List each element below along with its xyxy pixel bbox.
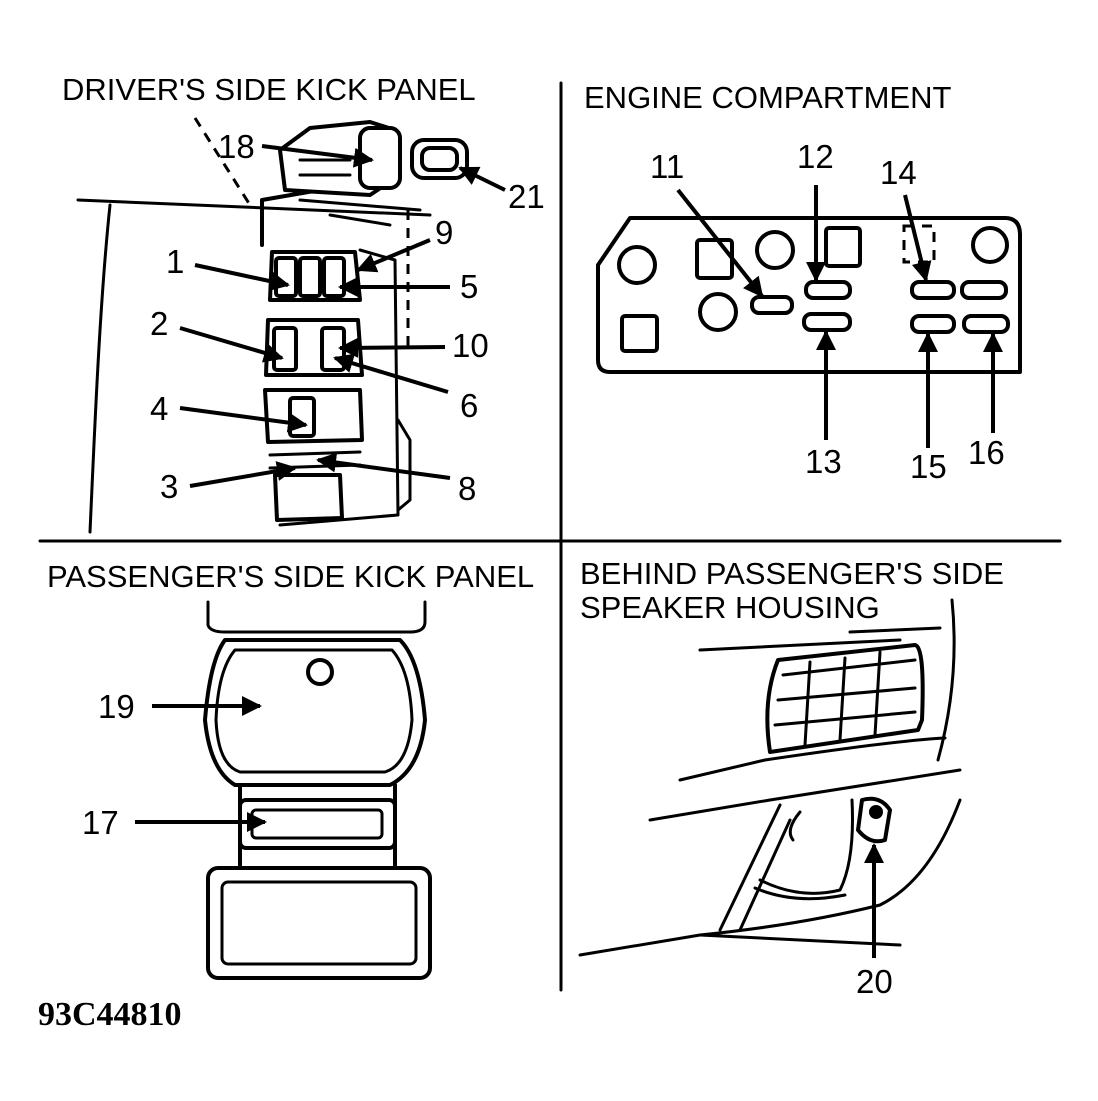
- passenger-kick-panel-drawing: [203, 600, 432, 980]
- callout-16: 16: [968, 434, 1005, 471]
- callout-15: 15: [910, 448, 947, 485]
- callout-5: 5: [460, 268, 478, 305]
- callout-17: 17: [82, 804, 119, 841]
- driver-kick-panel-drawing: [76, 117, 469, 534]
- callout-2: 2: [150, 305, 168, 342]
- connector-18-21: [278, 120, 469, 227]
- passenger-panel-title: PASSENGER'S SIDE KICK PANEL: [47, 559, 534, 594]
- callout-20: 20: [856, 963, 893, 1000]
- callout-9: 9: [435, 214, 453, 251]
- speaker-panel-title-line1: BEHIND PASSENGER'S SIDE: [580, 556, 1004, 591]
- connector-20: [856, 796, 892, 844]
- callout-14: 14: [880, 154, 917, 191]
- callout-8: 8: [458, 470, 476, 507]
- engine-panel-title: ENGINE COMPARTMENT: [584, 80, 951, 115]
- callout-10: 10: [452, 327, 489, 364]
- figure-code: 93C44810: [38, 996, 182, 1033]
- driver-panel-title: DRIVER'S SIDE KICK PANEL: [62, 72, 476, 107]
- speaker-housing-drawing: [578, 598, 962, 957]
- callout-4: 4: [150, 390, 168, 427]
- callout-19: 19: [98, 688, 135, 725]
- callout-12: 12: [797, 138, 834, 175]
- callout-arrows: [135, 144, 1003, 958]
- speaker-panel-title-line2: SPEAKER HOUSING: [580, 590, 880, 625]
- callout-3: 3: [160, 468, 178, 505]
- callout-6: 6: [460, 387, 478, 424]
- callout-18: 18: [218, 128, 255, 165]
- engine-relay-box: [596, 216, 1022, 374]
- callout-21: 21: [508, 178, 545, 215]
- callout-11: 11: [650, 148, 684, 185]
- driver-fuse-block: [263, 248, 412, 527]
- callout-1: 1: [166, 243, 184, 280]
- callout-13: 13: [805, 443, 842, 480]
